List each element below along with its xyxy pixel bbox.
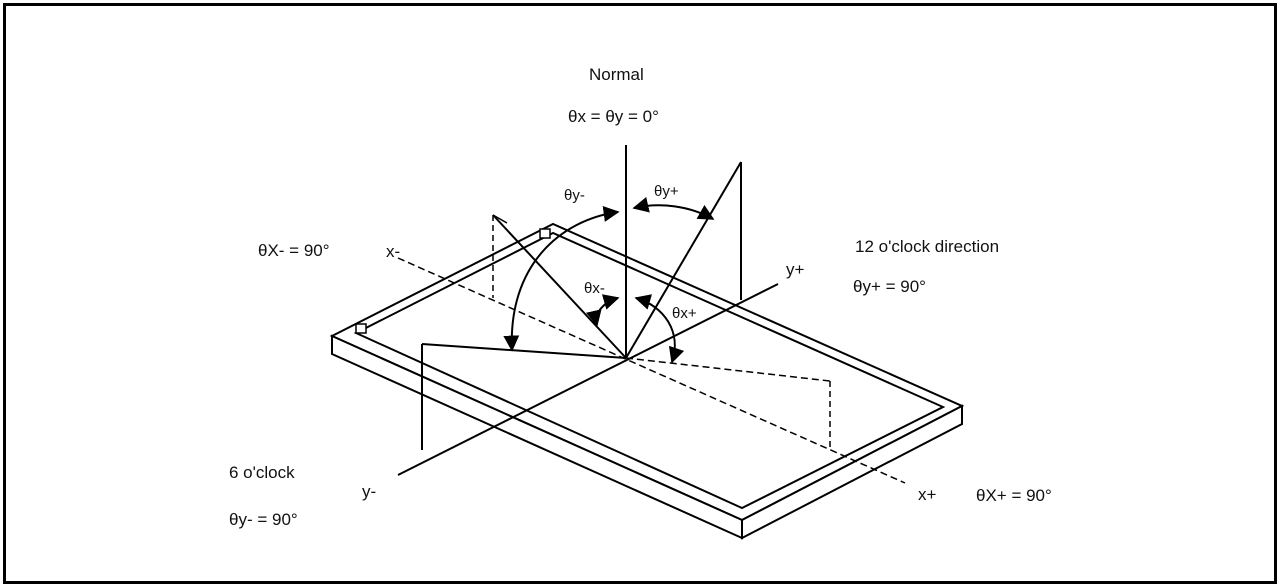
panel-top-face <box>329 222 965 522</box>
label-theta-x-minus: θx- <box>584 280 605 297</box>
label-y-minus: y- <box>362 482 376 501</box>
label-theta-y-minus-90: θy- = 90° <box>229 510 298 529</box>
theta-ypos-arc <box>632 196 715 220</box>
panel-inner-bezel <box>353 231 946 510</box>
label-x-minus: x- <box>386 242 400 261</box>
label-six-oclock: 6 o'clock <box>229 463 295 482</box>
label-normal: Normal <box>589 65 644 84</box>
label-y-plus: y+ <box>786 260 805 279</box>
axes <box>397 145 906 484</box>
labels: Normal θx = θy = 0° θy- θy+ θX- = 90° x-… <box>229 65 1052 529</box>
label-twelve-oclock: 12 o'clock direction <box>855 237 999 256</box>
y-axis-line <box>397 283 779 476</box>
theta-xpos-arc <box>634 294 685 364</box>
label-normal-equation: θx = θy = 0° <box>568 107 659 126</box>
panel-front-right-face <box>741 404 963 540</box>
label-theta-x-plus: θx+ <box>672 305 697 322</box>
display-panel <box>329 222 965 540</box>
label-x-plus: x+ <box>918 485 937 504</box>
corner-mark-left <box>355 323 367 334</box>
angle-arcs <box>503 196 715 364</box>
label-theta-y-plus: θy+ <box>654 183 679 200</box>
x-axis-dashed <box>397 257 906 484</box>
label-theta-y-plus-90: θy+ = 90° <box>853 277 926 296</box>
theta-yneg-arc <box>503 206 620 352</box>
theta-xneg-arc <box>585 294 620 327</box>
label-theta-y-minus: θy- <box>564 187 585 204</box>
label-theta-x-minus-90: θX- = 90° <box>258 241 330 260</box>
label-theta-x-plus-90: θX+ = 90° <box>976 486 1052 505</box>
corner-mark-top <box>539 228 551 239</box>
